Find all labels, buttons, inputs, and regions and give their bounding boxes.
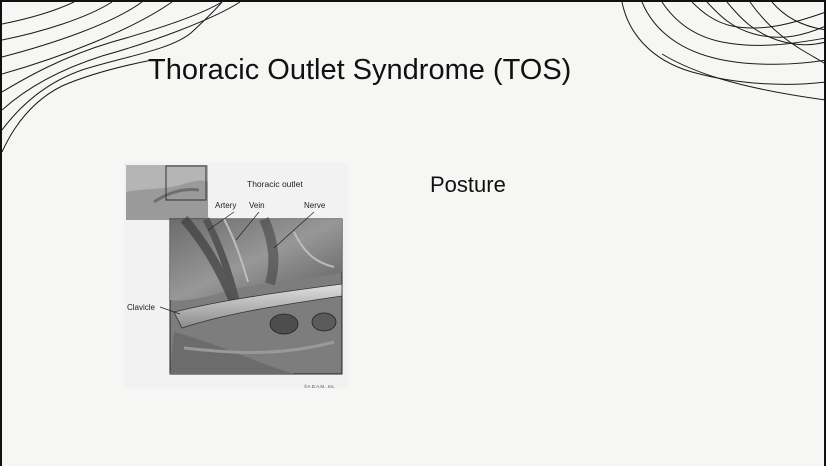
- figure-title: Thoracic outlet: [247, 179, 303, 189]
- bullet-posture: Posture: [430, 172, 506, 198]
- anatomy-illustration: Thoracic outlet Artery Vein Nerve Clavic…: [124, 162, 348, 388]
- slide-title: Thoracic Outlet Syndrome (TOS): [148, 54, 571, 87]
- clavicle-label: Clavicle: [127, 303, 155, 312]
- vein-label: Vein: [249, 201, 265, 210]
- artery-label: Artery: [215, 201, 236, 210]
- nerve-label: Nerve: [304, 201, 325, 210]
- thoracic-outlet-drawing: [124, 162, 348, 388]
- image-credit: ©A.D.A.M., Inc.: [304, 384, 335, 389]
